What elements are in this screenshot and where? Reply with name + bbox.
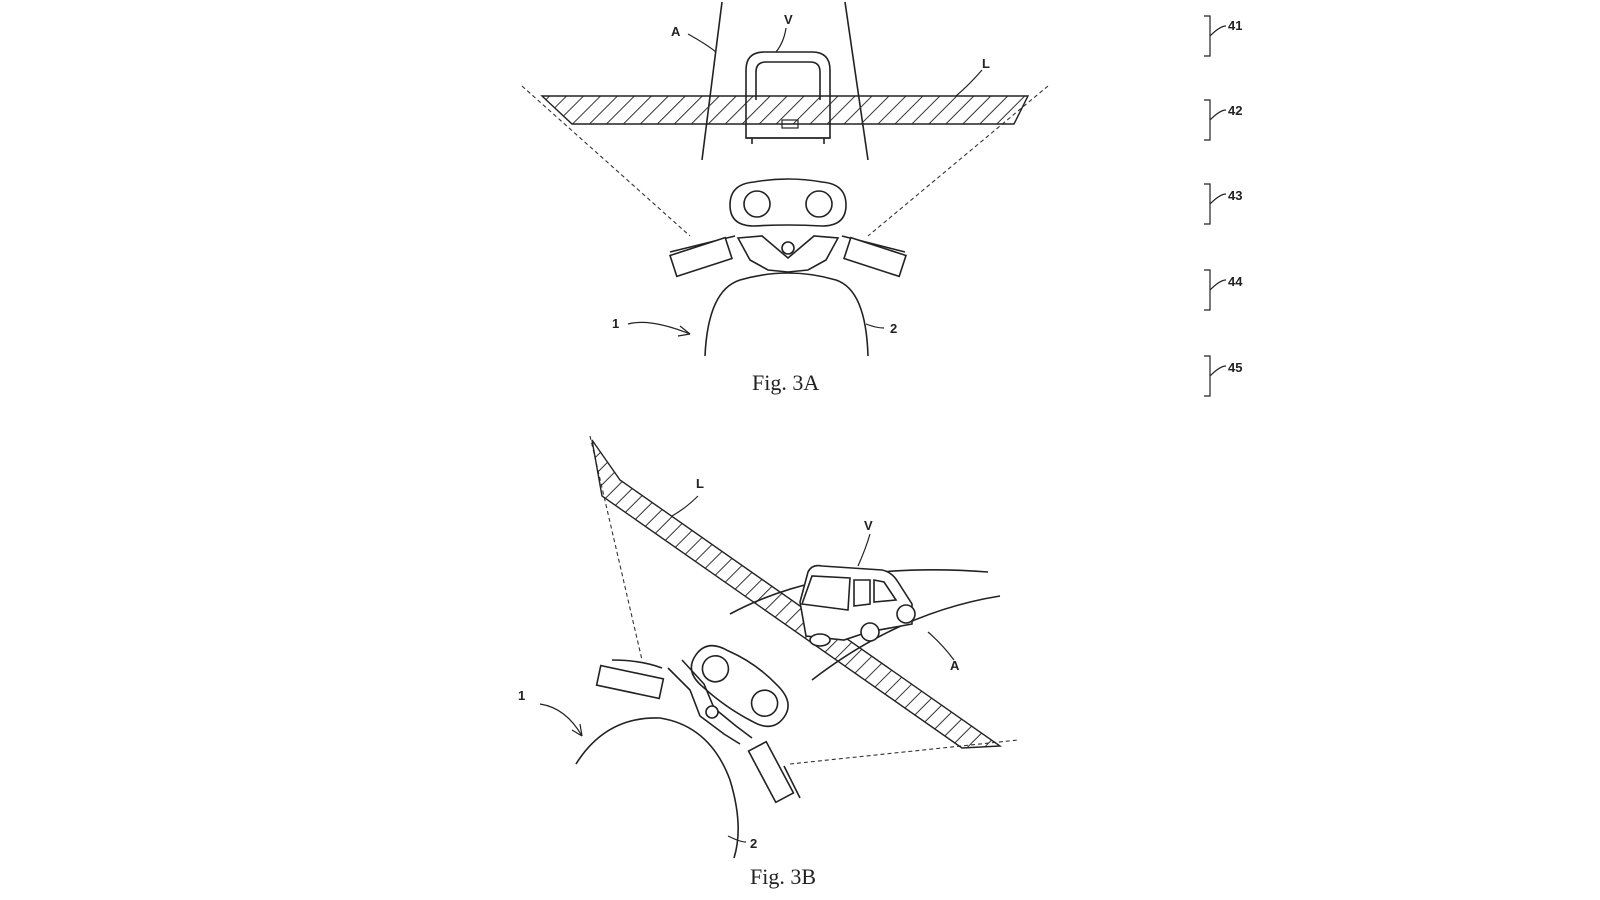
- label-2-3a: 2: [890, 321, 897, 336]
- leader-a-3b: [927, 631, 955, 661]
- label-l-3a: L: [982, 56, 990, 71]
- motorcycle-front-body: [704, 272, 869, 357]
- leader-l-3b: [671, 495, 699, 517]
- ref-42: 42: [1204, 99, 1242, 141]
- leader-v-3a: [775, 27, 787, 53]
- arrow-1-3b: [539, 703, 583, 737]
- handlebar: [669, 235, 907, 278]
- leader-a-3a: [687, 33, 717, 53]
- label-v-3a: V: [784, 12, 793, 27]
- lane-line-right: [844, 1, 869, 161]
- leader-v-3b: [857, 533, 871, 567]
- vehicle-v-3b: [799, 564, 916, 647]
- svg-text:42: 42: [1228, 103, 1242, 118]
- label-1-3b: 1: [518, 688, 525, 703]
- ref-43: 43: [1204, 183, 1242, 225]
- arrow-1-3a: [627, 321, 691, 335]
- figure-3a: A V L 1 2 Fig. 3A: [521, 1, 1049, 395]
- label-2-3b: 2: [750, 836, 757, 851]
- lane-line-left: [701, 1, 723, 161]
- light-band-l-3b: [591, 439, 1003, 749]
- handlebar-3b: [595, 659, 801, 804]
- ref-44: 44: [1204, 269, 1243, 311]
- svg-text:41: 41: [1228, 18, 1242, 33]
- ref-41: 41: [1204, 15, 1242, 57]
- leader-2-3a: [865, 323, 885, 329]
- label-v-3b: V: [864, 518, 873, 533]
- vehicle-v: [745, 51, 831, 144]
- label-a-3b: A: [950, 658, 960, 673]
- fov-line-left: [521, 85, 691, 237]
- svg-text:44: 44: [1228, 274, 1243, 289]
- instrument-cluster: [729, 178, 847, 227]
- figure-3b: L V A 1 2 Fig. 3B: [518, 435, 1019, 889]
- label-l-3b: L: [696, 476, 704, 491]
- svg-text:43: 43: [1228, 188, 1242, 203]
- light-band-l: [540, 95, 1030, 125]
- ref-45: 45: [1204, 355, 1242, 397]
- sheet-reference-list: 41 42 43 44 45: [1204, 15, 1243, 397]
- label-a-3a: A: [671, 24, 681, 39]
- instrument-cluster-3b: [690, 644, 789, 728]
- motorcycle-front-body-3b: [575, 717, 739, 859]
- leader-2-3b: [727, 835, 747, 843]
- svg-text:45: 45: [1228, 360, 1242, 375]
- label-1-3a: 1: [612, 316, 619, 331]
- caption-fig-3a: Fig. 3A: [752, 370, 819, 395]
- leader-l-3a: [955, 69, 983, 97]
- caption-fig-3b: Fig. 3B: [750, 864, 816, 889]
